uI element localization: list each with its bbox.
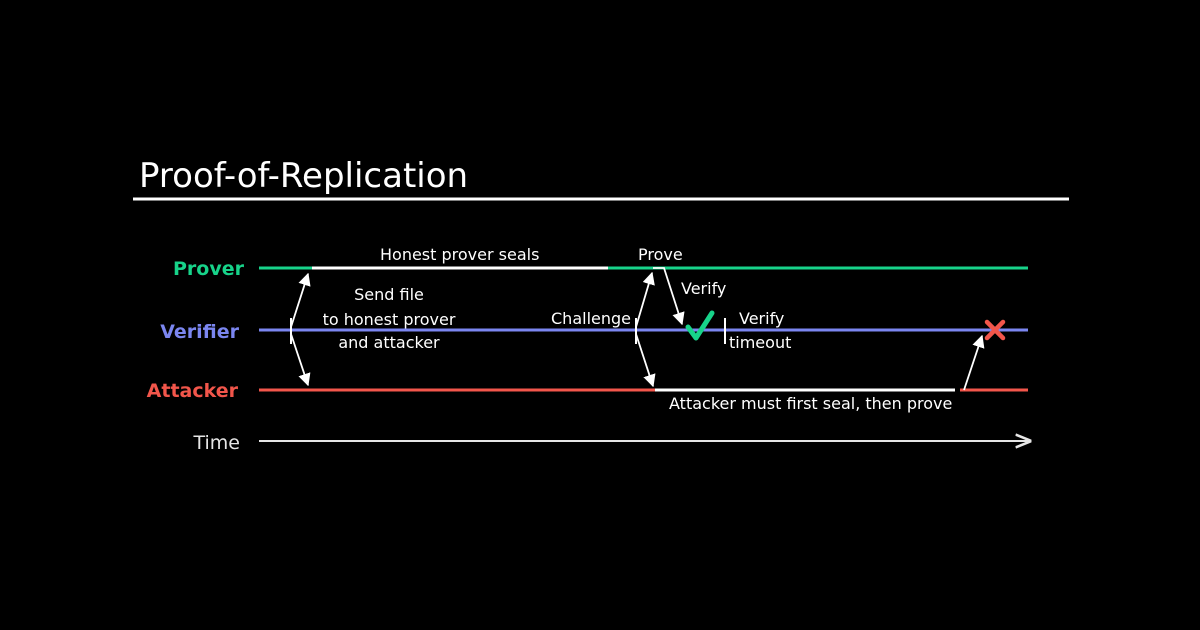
send-file-note-line3: and attacker	[338, 333, 440, 352]
prove-note: Prove	[638, 245, 683, 264]
time-label: Time	[193, 432, 241, 454]
send-to-prover-arrow	[290, 272, 311, 328]
verify-note: Verify	[681, 279, 726, 298]
send-file-note-line2: to honest prover	[323, 310, 456, 329]
verifier-label: Verifier	[160, 321, 239, 343]
send-file-note-line1: Send file	[354, 285, 424, 304]
verify-timeout-note-line2: timeout	[729, 333, 791, 352]
send-to-attacker-arrow	[290, 333, 311, 387]
cross-icon	[984, 319, 1006, 341]
attacker-label: Attacker	[147, 380, 239, 402]
checkmark-icon	[685, 310, 715, 341]
attacker-late-proof-arrow	[963, 334, 985, 391]
prove-arrow	[653, 267, 685, 326]
honest-seal-note: Honest prover seals	[380, 245, 539, 264]
challenge-note: Challenge	[551, 309, 631, 328]
prover-label: Prover	[173, 258, 245, 280]
challenge-to-attacker-arrow	[635, 333, 656, 388]
attacker-note: Attacker must first seal, then prove	[669, 394, 952, 413]
verify-timeout-note-line1: Verify	[739, 309, 784, 328]
challenge-to-prover-arrow	[635, 271, 655, 328]
page-title: Proof-of-Replication	[139, 156, 468, 196]
